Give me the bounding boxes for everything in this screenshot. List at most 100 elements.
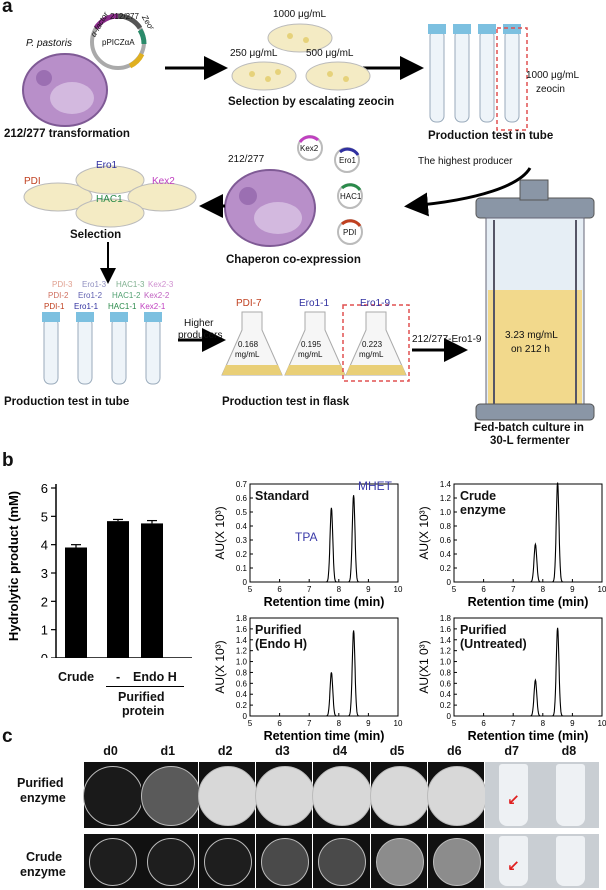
red-arrow-icon: ↙ (507, 858, 520, 875)
hplc-ytick-label: 1.2 (236, 647, 248, 656)
plate-hac1: HAC1 (96, 194, 123, 205)
flask-3-name: Ero1-9 (360, 298, 391, 309)
tube-r3-1: Ero1-1 (74, 302, 99, 311)
hplc-xtick-label: 5 (248, 585, 253, 594)
ferment-strain: 212/277-Ero1-9 (412, 334, 482, 345)
flask-1-name: PDI-7 (236, 298, 262, 309)
highest-producer-label: The highest producer (418, 156, 513, 167)
hplc-ytick-label: 1.4 (440, 636, 452, 645)
tube-r1-0: PDI-3 (52, 280, 73, 289)
hplc-xtick-label: 6 (277, 585, 282, 594)
day-label-d7: d7 (504, 744, 519, 758)
hplc-ytick-label: 0 (243, 712, 248, 721)
hplc-xtick-label: 9 (570, 719, 575, 728)
hplc-xtick-label: 9 (366, 719, 371, 728)
crude-photo-d8 (542, 834, 599, 888)
hplc-title-crude-2: enzyme (460, 503, 506, 517)
hplc-ytick-label: 1.6 (440, 625, 452, 634)
film-disc (318, 838, 367, 886)
tube-r1-3: Kex2-3 (148, 280, 174, 289)
hplc-ytick-label: 0 (447, 578, 452, 587)
hplc-ytick-label: 0.8 (440, 522, 452, 531)
flask-1-value: 0.168 (238, 340, 259, 349)
hplc-ytick-label: 0 (243, 578, 248, 587)
panel-a-letter: a (2, 0, 13, 17)
red-arrow-icon: ↙ (507, 792, 520, 809)
tube-r3-0: PDI-1 (44, 302, 65, 311)
hplc-title-untreated-2: (Untreated) (460, 637, 527, 651)
film-disc (375, 838, 424, 886)
hplc-xtick-label: 7 (307, 719, 312, 728)
day-label-d8: d8 (561, 744, 577, 758)
tube-r3-2: HAC1-1 (108, 302, 137, 311)
hplc-ytick-label: 1.4 (236, 636, 248, 645)
fermenter-icon (475, 179, 595, 421)
hplc-ytick-label: 1.0 (236, 658, 248, 667)
tube-photo (499, 836, 528, 886)
tube-r2-3: Kex2-2 (144, 291, 170, 300)
conc-1000: 1000 μg/mL (273, 9, 327, 20)
hplc-ytick-label: 0.6 (440, 536, 452, 545)
group-label-2: protein (122, 704, 165, 718)
hplc-ytick-label: 0.1 (236, 564, 248, 573)
flask-2-value: 0.195 (301, 340, 322, 349)
hplc-title-crude-1: Crude (460, 489, 497, 503)
film-disc (203, 838, 252, 886)
film-disc (197, 766, 258, 826)
hplc-ytick-label: 0 (447, 712, 452, 721)
hplc-ytick-label: 1.8 (236, 614, 248, 623)
bar-ytick-label: 5 (41, 509, 48, 524)
bar-cat-crude-label: Crude (58, 670, 95, 684)
plasmid-name: pPICZαA (102, 38, 135, 47)
bar-ytick-label: 0 (41, 651, 48, 658)
chaperone-pdi: PDI (343, 228, 357, 237)
tube-rack (42, 312, 162, 385)
hplc-ytick-label: 1.0 (440, 658, 452, 667)
hplc-ytick-label: 0.2 (236, 701, 248, 710)
hplc-trace (454, 627, 602, 717)
hplc-ytick-label: 1.6 (236, 625, 248, 634)
transformation-label: 212/277 transformation (4, 128, 130, 140)
bar-ytick-label: 3 (41, 566, 48, 581)
hplc-xtick-label: 8 (541, 585, 546, 594)
hplc-ytick-label: 0.6 (440, 679, 452, 688)
hplc-xlabel: Retention time (min) (264, 595, 385, 609)
hplc-xlabel: Retention time (min) (264, 729, 385, 743)
bar-chart: 0123456 Hydrolytic product (mM) Crude (6, 481, 192, 658)
group-line (106, 686, 184, 687)
crude-photo-d4 (313, 834, 370, 888)
hplc-ytick-label: 0.8 (440, 668, 452, 677)
panel-c-letter: c (2, 726, 13, 747)
film-disc (261, 838, 310, 886)
higher-producers-1: Higher (184, 318, 214, 329)
tube-r2-2: HAC1-2 (112, 291, 141, 300)
hplc-xtick-label: 7 (307, 585, 312, 594)
hplc-ytick-label: 1.8 (440, 614, 452, 623)
row1-label-1: Purified (17, 776, 64, 790)
hplc-xtick-label: 5 (452, 585, 457, 594)
hplc-xlabel: Retention time (min) (468, 729, 589, 743)
peak-tpa: TPA (295, 530, 318, 544)
chaperone-strain: 212/277 (228, 154, 265, 165)
film-disc (146, 838, 195, 886)
tube-photo (556, 764, 585, 826)
plate-pdi: PDI (24, 176, 41, 187)
hplc-trace (250, 495, 398, 583)
day-label-d2: d2 (217, 744, 233, 758)
tube-r1-2: HAC1-3 (116, 280, 145, 289)
hplc-title-endo-1: Purified (255, 623, 302, 637)
hplc-ytick-label: 1.0 (440, 508, 452, 517)
film-disc (89, 838, 138, 886)
bar-ylabel: Hydrolytic product (mM) (6, 491, 21, 641)
chaperone-ero1: Ero1 (339, 156, 356, 165)
production-tube-bottom-label: Production test in tube (4, 396, 130, 408)
tube-zeocin-agent: zeocin (536, 84, 565, 95)
crude-photo-d1 (141, 834, 198, 888)
hplc-ytick-label: 1.2 (440, 647, 452, 656)
purified-photo-d7: ↙ (485, 762, 542, 828)
flask-1-unit: mg/mL (235, 350, 260, 359)
hplc-title-endo-2: (Endo H) (255, 637, 308, 651)
hplc-xtick-label: 8 (541, 719, 546, 728)
